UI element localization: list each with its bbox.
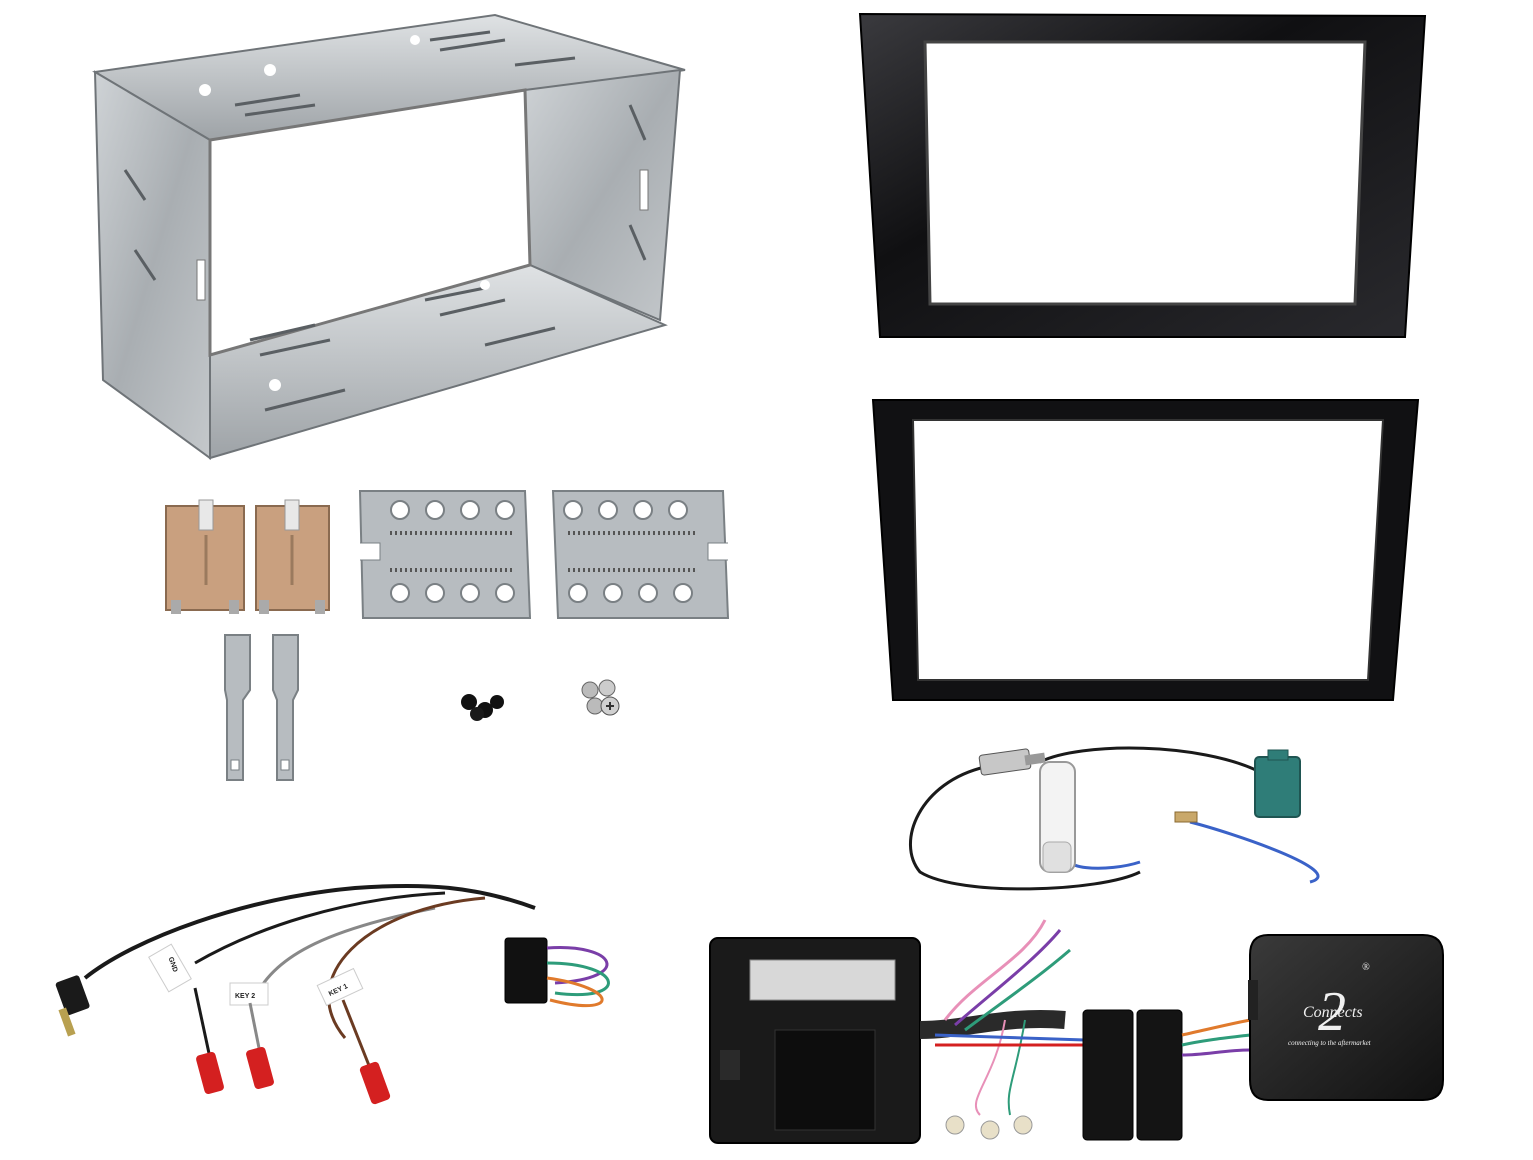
mounting-plate-right <box>548 488 733 623</box>
release-key-left <box>215 630 260 785</box>
label-gnd: GND <box>167 956 179 973</box>
copper-bracket-left <box>163 499 248 620</box>
fascia-frame-secondary <box>868 395 1423 705</box>
logo-mark: ® <box>1362 962 1370 973</box>
steering-interface-box: 2 Connects ® connecting to the aftermark… <box>1248 930 1448 1105</box>
logo-tagline: connecting to the aftermarket <box>1288 1039 1372 1047</box>
black-screws <box>455 690 510 725</box>
mounting-plate-left <box>355 488 535 623</box>
copper-bracket-right <box>253 499 333 620</box>
release-key-right <box>263 630 308 785</box>
fascia-frame-primary <box>855 12 1430 342</box>
logo-digit: 2 <box>1318 981 1346 1043</box>
silver-screws <box>575 678 625 720</box>
label-key2: KEY 2 <box>235 993 255 1000</box>
aerial-adaptor <box>900 722 1350 897</box>
logo-brand-name: Connects <box>1303 1004 1363 1021</box>
steering-patch-lead: GND KEY 2 KEY 1 <box>45 868 655 1113</box>
metal-cage <box>85 10 690 460</box>
steering-harness <box>705 919 1251 1150</box>
